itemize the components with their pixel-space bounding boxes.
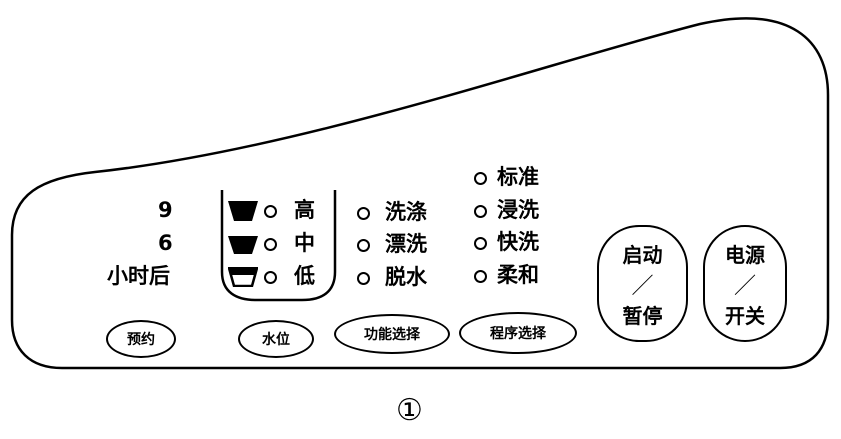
water-high-icon bbox=[228, 201, 258, 221]
timer-9-hours: 9 bbox=[158, 198, 173, 222]
led-water-low bbox=[264, 271, 277, 284]
led-water-medium bbox=[264, 238, 277, 251]
water-level-medium: 中 bbox=[294, 231, 315, 255]
led-quick bbox=[474, 237, 487, 250]
function-wash: 洗涤 bbox=[385, 200, 427, 224]
led-water-high bbox=[264, 205, 277, 218]
water-level-high: 高 bbox=[294, 198, 315, 222]
led-rinse bbox=[357, 239, 370, 252]
timer-hours-later: 小时后 bbox=[107, 264, 170, 288]
led-soak bbox=[474, 205, 487, 218]
water-medium-icon bbox=[228, 236, 258, 254]
program-gentle: 柔和 bbox=[497, 263, 539, 287]
timer-6-hours: 6 bbox=[158, 231, 173, 255]
on-off-label: 开关 bbox=[725, 304, 765, 328]
water-level-button[interactable]: 水位 bbox=[238, 320, 314, 358]
figure-label: ① bbox=[396, 393, 423, 428]
water-level-bracket bbox=[220, 190, 337, 302]
led-standard bbox=[474, 172, 487, 185]
program-quick: 快洗 bbox=[497, 230, 539, 254]
led-gentle bbox=[474, 270, 487, 283]
program-soak: 浸洗 bbox=[497, 198, 539, 222]
water-low-icon bbox=[228, 267, 258, 287]
separator: ／ bbox=[733, 274, 756, 299]
start-label: 启动 bbox=[622, 243, 663, 267]
separator: ／ bbox=[631, 274, 654, 299]
power-button[interactable]: 电源 ／ 开关 bbox=[703, 225, 787, 342]
power-label: 电源 bbox=[725, 243, 765, 267]
function-rinse: 漂洗 bbox=[385, 232, 427, 256]
function-select-button[interactable]: 功能选择 bbox=[334, 314, 450, 354]
led-wash bbox=[357, 207, 370, 220]
reserve-button[interactable]: 预约 bbox=[106, 320, 176, 358]
program-select-button[interactable]: 程序选择 bbox=[459, 312, 577, 354]
start-pause-button[interactable]: 启动 ／ 暂停 bbox=[597, 225, 688, 342]
water-level-low: 低 bbox=[294, 264, 315, 288]
pause-label: 暂停 bbox=[622, 304, 663, 328]
function-spin: 脱水 bbox=[385, 265, 427, 289]
program-standard: 标准 bbox=[497, 165, 539, 189]
led-spin bbox=[357, 272, 370, 285]
